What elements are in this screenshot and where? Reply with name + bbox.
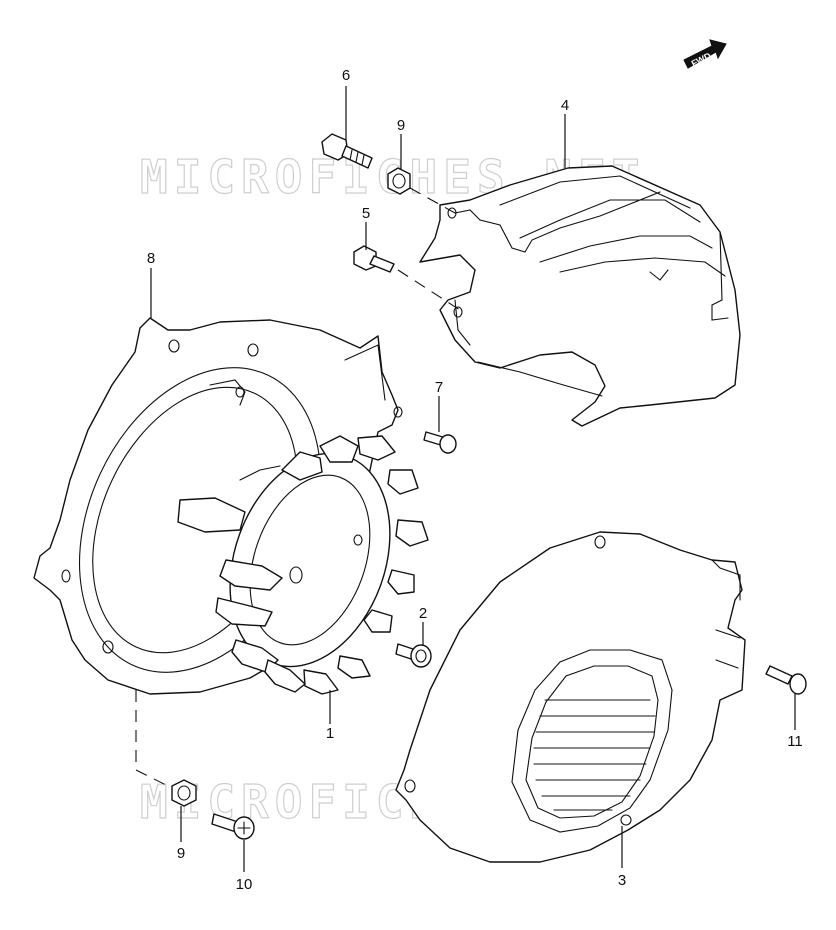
leader-lines [150, 86, 796, 872]
nut-part-9-lower[interactable] [171, 779, 197, 807]
forward-arrow-icon: FWD [683, 39, 727, 69]
callout-8: 8 [147, 250, 155, 267]
callout-1: 1 [326, 725, 334, 742]
upper-shroud-part-4[interactable] [419, 165, 741, 427]
alignment-line-9 [409, 187, 456, 214]
callout-9-lower: 9 [177, 845, 185, 862]
screw-part-7[interactable] [423, 431, 457, 454]
callout-3: 3 [618, 872, 626, 889]
alignment-line-9-lower [135, 690, 173, 789]
callout-4: 4 [561, 97, 569, 114]
callout-6: 6 [342, 67, 350, 84]
bolt-part-2[interactable] [395, 643, 432, 668]
callout-9-upper: 9 [397, 117, 405, 134]
callout-2: 2 [419, 605, 427, 622]
alignment-line-5 [397, 269, 461, 311]
callout-7: 7 [435, 379, 443, 396]
cooling-fan-part-1[interactable] [177, 431, 429, 695]
bolt-part-5[interactable] [353, 245, 395, 273]
callout-5: 5 [362, 205, 370, 222]
screw-part-11[interactable] [765, 665, 807, 695]
callout-11: 11 [787, 733, 803, 750]
fan-cover-part-3[interactable] [395, 531, 746, 863]
bolt-part-6[interactable] [321, 133, 373, 169]
callout-10: 10 [236, 876, 253, 893]
screw-part-10[interactable] [211, 813, 255, 840]
nut-part-9-upper[interactable] [387, 167, 411, 195]
